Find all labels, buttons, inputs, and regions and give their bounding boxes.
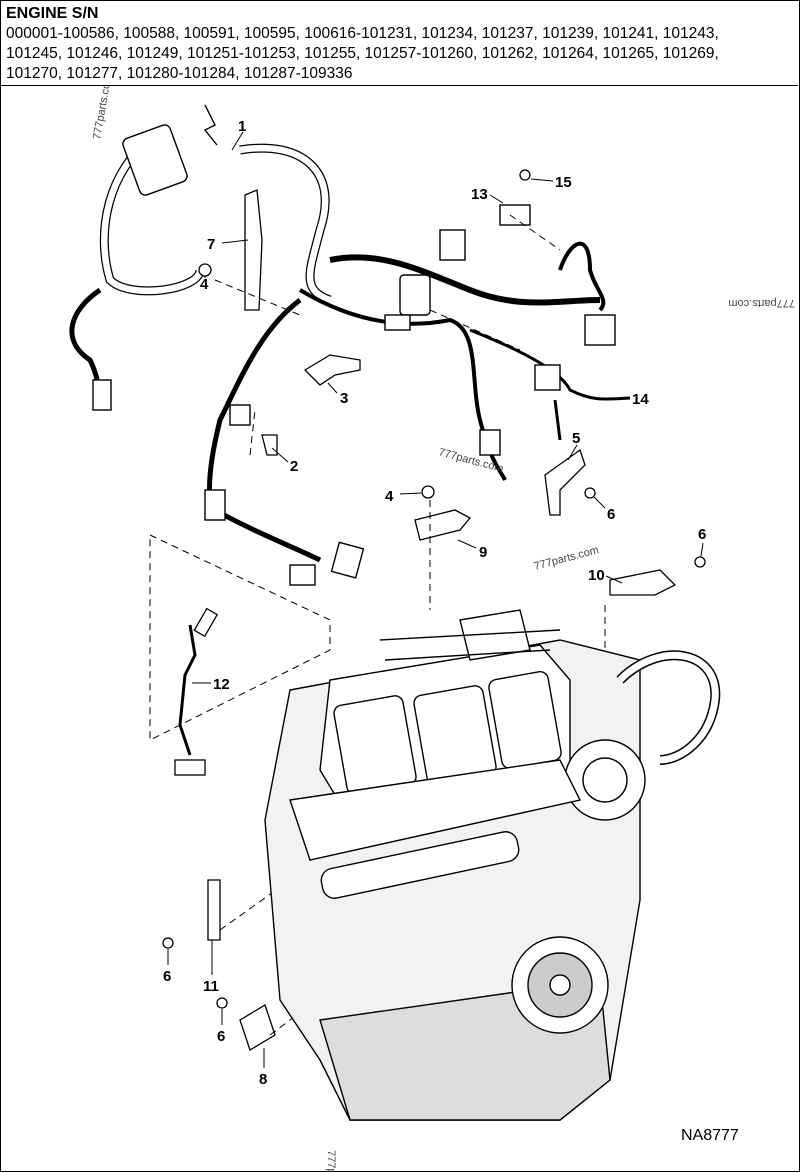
watermark: 777parts.com: [728, 297, 795, 309]
callout-13: 13: [471, 186, 488, 203]
brackets-and-sensors: [162, 169, 706, 1051]
callout-14: 14: [632, 391, 649, 408]
callout-7: 7: [207, 236, 215, 253]
header: ENGINE S/N 000001-100586, 100588, 100591…: [0, 0, 798, 86]
diagram-code: NA8777: [681, 1127, 739, 1144]
callout-2: 2: [290, 458, 298, 475]
callout-6a: 6: [607, 506, 615, 523]
callout-6c: 6: [163, 968, 171, 985]
callout-6d: 6: [217, 1028, 225, 1045]
callout-labels: 1 2 3 4 4 5 6 6 6 6 7 8 9 10 11 12 13 14…: [163, 118, 706, 1088]
engine-block: [264, 609, 721, 1121]
callout-leaders: [167, 131, 704, 1068]
callout-4b: 4: [385, 488, 394, 505]
callout-11: 11: [203, 978, 219, 995]
parts-diagram: 1 2 3 4 4 5 6 6 6 6 7 8 9 10 11 12 13 14…: [69, 86, 795, 1172]
callout-4: 4: [200, 276, 209, 293]
callout-3: 3: [340, 390, 348, 407]
page-title: ENGINE S/N: [6, 5, 99, 22]
callout-5: 5: [572, 430, 580, 447]
serial-numbers: 000001-100586, 100588, 100591, 100595, 1…: [6, 25, 719, 82]
callout-8: 8: [259, 1071, 267, 1088]
callout-15: 15: [555, 174, 572, 191]
watermark: 777parts.com: [91, 86, 114, 141]
callout-1: 1: [238, 118, 246, 135]
callout-12: 12: [213, 676, 230, 693]
watermark: 777parts.com: [325, 1150, 337, 1172]
callout-6b: 6: [698, 526, 706, 543]
wiring-harness: [69, 104, 631, 586]
callout-10: 10: [588, 567, 605, 584]
callout-9: 9: [479, 544, 487, 561]
